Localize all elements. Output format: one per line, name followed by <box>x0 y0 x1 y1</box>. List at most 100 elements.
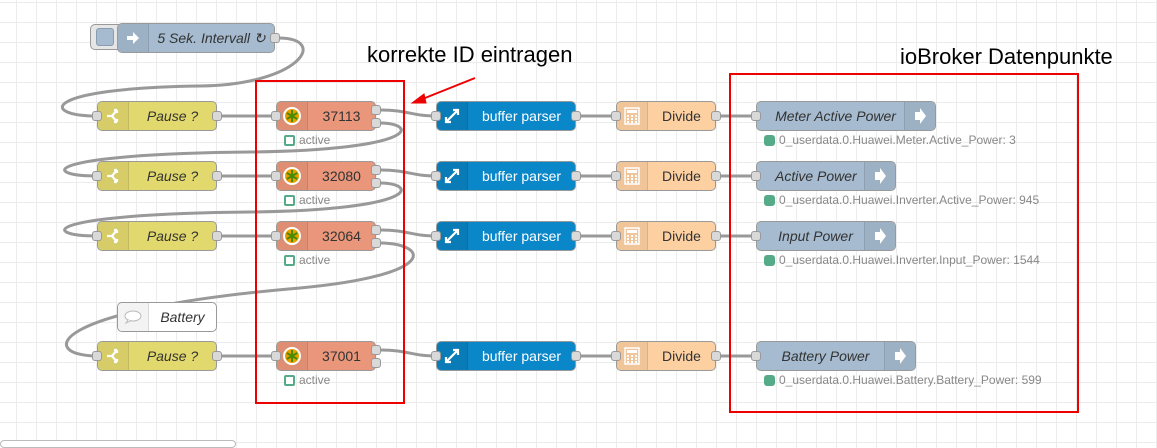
iobroker-out-node[interactable]: Battery Power <box>751 341 916 371</box>
modbus-status-text: active <box>299 193 331 207</box>
output-port[interactable] <box>571 171 581 181</box>
modbus-status: active <box>284 373 330 387</box>
inject-trigger-button[interactable] <box>90 24 120 50</box>
inject-node[interactable]: 5 Sek. Intervall ↻ <box>117 23 280 53</box>
comment-node[interactable]: Battery <box>117 302 217 332</box>
modbus-icon <box>277 222 308 250</box>
status-ring-icon <box>284 134 295 146</box>
input-port[interactable] <box>271 351 281 361</box>
output-port-1[interactable] <box>371 105 381 115</box>
annotation-box-iobroker <box>729 73 1079 413</box>
iobroker-out-node[interactable]: Input Power <box>751 221 896 251</box>
output-port[interactable] <box>571 351 581 361</box>
inject-label: 5 Sek. Intervall ↻ <box>157 29 266 46</box>
output-port[interactable] <box>571 231 581 241</box>
divide-function-node[interactable]: Divide <box>611 221 721 251</box>
output-port[interactable] <box>212 111 222 121</box>
switch-branch-icon <box>98 342 129 370</box>
switch-label: Pause ? <box>146 228 199 244</box>
arrow-right-icon <box>864 222 895 250</box>
divide-function-node[interactable]: Divide <box>611 161 721 191</box>
modbus-status: active <box>284 133 330 147</box>
status-ring-icon <box>284 374 295 386</box>
modbus-status: active <box>284 253 330 267</box>
output-port[interactable] <box>711 111 721 121</box>
buffer-parser-node[interactable]: buffer parser <box>431 161 581 191</box>
buffer-parser-label: buffer parser <box>481 168 562 184</box>
input-port[interactable] <box>751 171 761 181</box>
input-port[interactable] <box>611 231 621 241</box>
iobroker-out-node[interactable]: Active Power <box>751 161 896 191</box>
divide-function-node[interactable]: Divide <box>611 341 721 371</box>
switch-node[interactable]: Pause ? <box>92 341 222 371</box>
divide-label: Divide <box>662 348 701 364</box>
output-port-2[interactable] <box>371 178 381 188</box>
modbus-getter-node[interactable]: 37113 <box>271 101 381 131</box>
arrow-right-icon <box>904 102 935 130</box>
input-port[interactable] <box>271 231 281 241</box>
input-port[interactable] <box>92 111 102 121</box>
calculator-icon <box>617 342 648 370</box>
input-port[interactable] <box>431 111 441 121</box>
divide-function-node[interactable]: Divide <box>611 101 721 131</box>
switch-branch-icon <box>98 162 129 190</box>
input-port[interactable] <box>611 171 621 181</box>
output-port-2[interactable] <box>371 358 381 368</box>
switch-node[interactable]: Pause ? <box>92 101 222 131</box>
status-dot-icon <box>764 194 775 206</box>
iobroker-label: Input Power <box>778 228 853 244</box>
output-port-1[interactable] <box>371 345 381 355</box>
iobroker-status: 0_userdata.0.Huawei.Inverter.Active_Powe… <box>764 193 1039 207</box>
output-port-1[interactable] <box>371 165 381 175</box>
annotation-id-hint: korrekte ID eintragen <box>367 42 573 67</box>
modbus-getter-node[interactable]: 32080 <box>271 161 381 191</box>
buffer-parser-node[interactable]: buffer parser <box>431 221 581 251</box>
input-port[interactable] <box>611 351 621 361</box>
buffer-parser-node[interactable]: buffer parser <box>431 341 581 371</box>
iobroker-label: Meter Active Power <box>775 108 896 124</box>
modbus-register-id: 37001 <box>322 348 361 364</box>
output-port[interactable] <box>711 231 721 241</box>
output-port-1[interactable] <box>371 225 381 235</box>
output-port[interactable] <box>711 171 721 181</box>
input-port[interactable] <box>751 231 761 241</box>
input-port[interactable] <box>92 171 102 181</box>
modbus-status-text: active <box>299 373 331 387</box>
output-port-2[interactable] <box>371 118 381 128</box>
output-port-2[interactable] <box>371 238 381 248</box>
iobroker-out-node[interactable]: Meter Active Power <box>751 101 936 131</box>
output-port[interactable] <box>571 111 581 121</box>
output-port[interactable] <box>711 351 721 361</box>
expand-arrows-icon <box>437 102 468 130</box>
input-port[interactable] <box>271 171 281 181</box>
comment-label: Battery <box>160 309 205 325</box>
input-port[interactable] <box>431 171 441 181</box>
input-port[interactable] <box>751 351 761 361</box>
modbus-getter-node[interactable]: 37001 <box>271 341 381 371</box>
output-port[interactable] <box>270 33 280 43</box>
calculator-icon <box>617 222 648 250</box>
iobroker-status-text: 0_userdata.0.Huawei.Meter.Active_Power: … <box>779 133 1016 147</box>
modbus-status-text: active <box>299 133 331 147</box>
switch-node[interactable]: Pause ? <box>92 221 222 251</box>
input-port[interactable] <box>611 111 621 121</box>
input-port[interactable] <box>431 351 441 361</box>
input-port[interactable] <box>271 111 281 121</box>
output-port[interactable] <box>212 351 222 361</box>
switch-label: Pause ? <box>146 168 199 184</box>
input-port[interactable] <box>92 351 102 361</box>
buffer-parser-node[interactable]: buffer parser <box>431 101 581 131</box>
scrollbar[interactable] <box>0 440 236 448</box>
modbus-getter-node[interactable]: 32064 <box>271 221 381 251</box>
output-port[interactable] <box>212 171 222 181</box>
input-port[interactable] <box>751 111 761 121</box>
annotation-iobroker-hint: ioBroker Datenpunkte <box>900 44 1113 69</box>
annotation-arrow <box>410 77 476 104</box>
output-port[interactable] <box>212 231 222 241</box>
switch-node[interactable]: Pause ? <box>92 161 222 191</box>
switch-label: Pause ? <box>146 348 199 364</box>
calculator-icon <box>617 102 648 130</box>
iobroker-status-text: 0_userdata.0.Huawei.Inverter.Input_Power… <box>779 253 1040 267</box>
input-port[interactable] <box>431 231 441 241</box>
input-port[interactable] <box>92 231 102 241</box>
